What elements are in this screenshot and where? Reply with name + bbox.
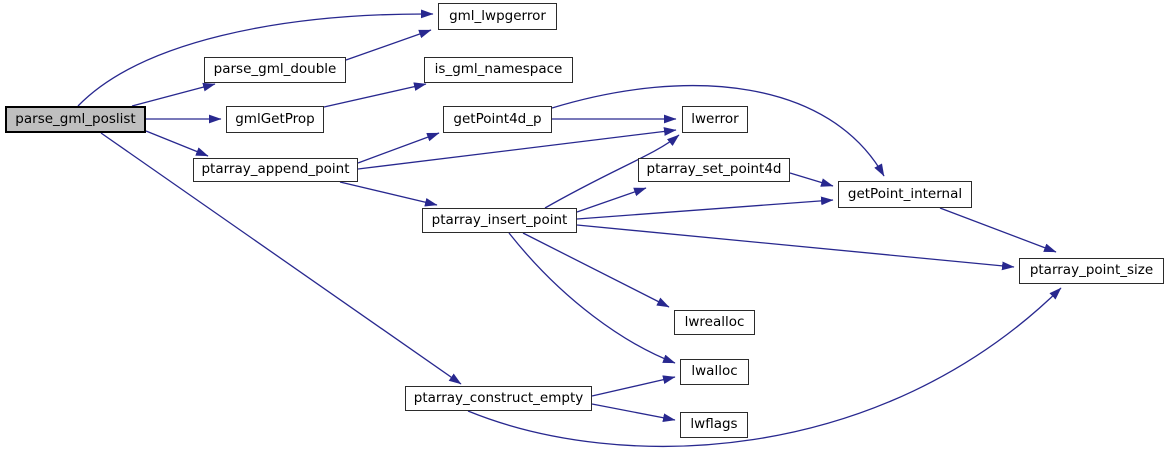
node-ptarray_point_size[interactable]: ptarray_point_size: [1019, 258, 1164, 284]
edge-parse_gml_poslist-to-parse_gml_double: [131, 82, 216, 107]
edge-parse_gml_poslist-to-gml_lwpgerror: [77, 9, 434, 107]
node-ptarray_set_point4d[interactable]: ptarray_set_point4d: [638, 158, 790, 182]
edge-ptarray_insert_point-to-lwrealloc: [522, 232, 670, 308]
edge-gmlGetProp-to-is_gml_namespace: [323, 82, 427, 108]
node-lwerror[interactable]: lwerror: [682, 106, 748, 133]
node-lwalloc[interactable]: lwalloc: [680, 359, 749, 385]
node-parse_gml_double[interactable]: parse_gml_double: [204, 57, 346, 83]
node-lwflags[interactable]: lwflags: [680, 412, 748, 438]
edge-ptarray_append_point-to-lwerror: [357, 127, 677, 170]
edge-ptarray_insert_point-to-lwerror: [544, 134, 680, 209]
node-gmlGetProp[interactable]: gmlGetProp: [226, 106, 324, 133]
node-is_gml_namespace[interactable]: is_gml_namespace: [424, 57, 573, 83]
node-ptarray_construct_empty[interactable]: ptarray_construct_empty: [405, 386, 592, 411]
edge-parse_gml_poslist-to-ptarray_construct_empty: [100, 132, 462, 385]
edge-ptarray_construct_empty-to-ptarray_point_size: [467, 287, 1062, 447]
edge-ptarray_insert_point-to-getPoint_internal: [576, 196, 834, 220]
edge-ptarray_append_point-to-ptarray_insert_point: [339, 181, 438, 207]
node-gml_lwpgerror[interactable]: gml_lwpgerror: [438, 3, 557, 30]
edge-ptarray_insert_point-to-ptarray_point_size: [576, 224, 1015, 271]
edge-ptarray_construct_empty-to-lwalloc: [591, 375, 676, 397]
node-ptarray_insert_point[interactable]: ptarray_insert_point: [422, 208, 577, 233]
edge-parse_gml_poslist-to-ptarray_append_point: [145, 130, 209, 157]
edge-ptarray_construct_empty-to-lwflags: [591, 403, 676, 423]
edge-ptarray_set_point4d-to-getPoint_internal: [789, 172, 834, 187]
node-ptarray_append_point[interactable]: ptarray_append_point: [193, 158, 358, 182]
node-lwrealloc[interactable]: lwrealloc: [674, 310, 755, 335]
edge-parse_gml_double-to-gml_lwpgerror: [345, 29, 432, 61]
edge-ptarray_insert_point-to-lwalloc: [508, 232, 676, 364]
node-parse_gml_poslist[interactable]: parse_gml_poslist: [5, 106, 146, 133]
edge-getPoint4d_p-to-getPoint_internal: [551, 84, 885, 177]
edge-getPoint_internal-to-ptarray_point_size: [939, 207, 1057, 253]
node-getPoint_internal[interactable]: getPoint_internal: [838, 181, 972, 208]
edge-ptarray_append_point-to-getPoint4d_p: [357, 132, 440, 164]
node-getPoint4d_p[interactable]: getPoint4d_p: [443, 106, 552, 133]
edge-ptarray_insert_point-to-ptarray_set_point4d: [576, 187, 647, 213]
